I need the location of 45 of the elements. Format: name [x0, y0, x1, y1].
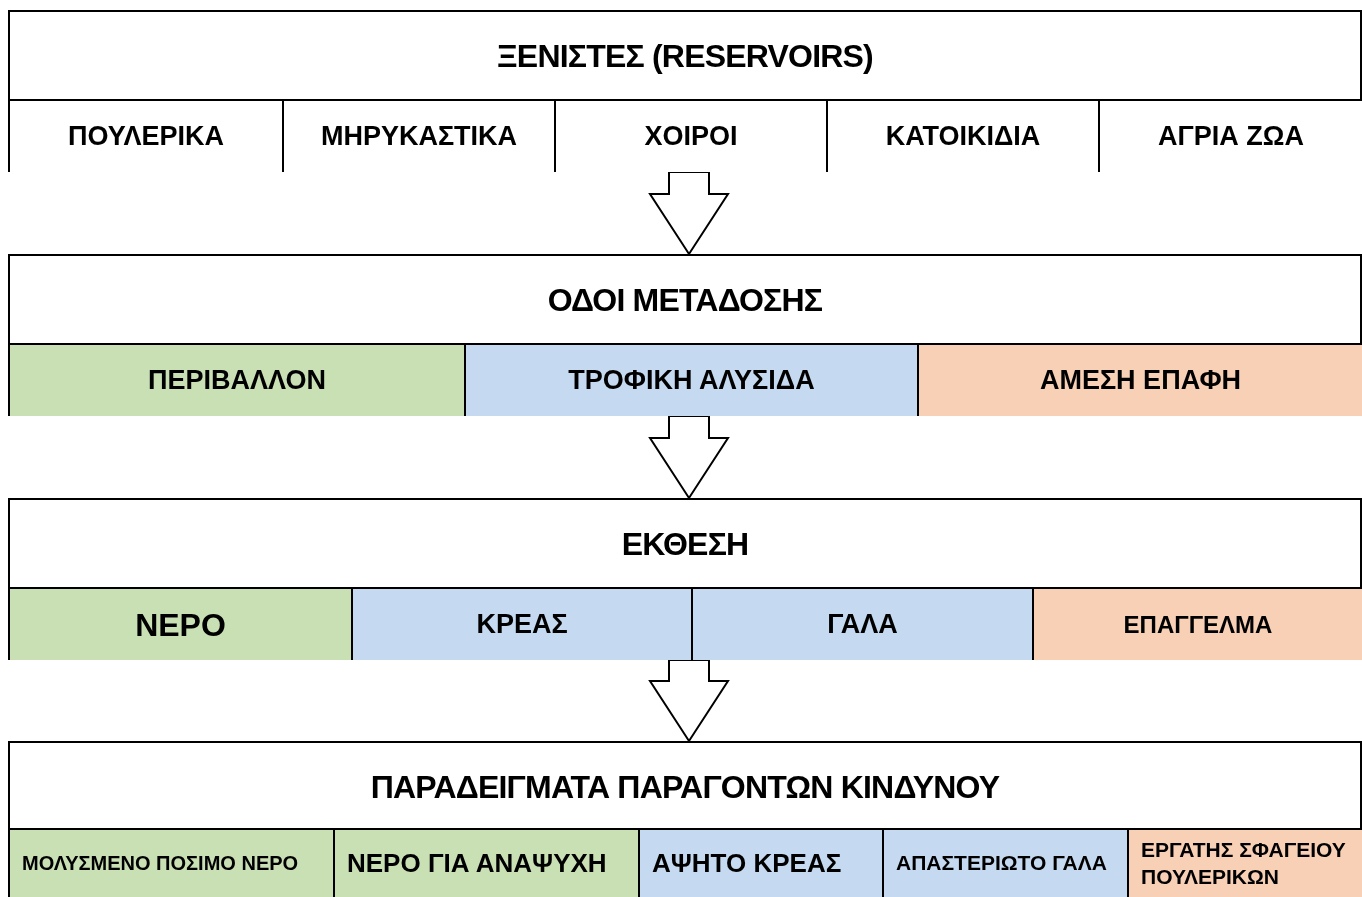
category-label: ΑΠΑΣΤΕΡΙΩΤΟ ΓΑΛΑ — [896, 850, 1107, 877]
category-label: ΧΟΙΡΟΙ — [644, 119, 738, 153]
category-cell — [10, 343, 464, 416]
section-panel — [8, 498, 1362, 660]
category-label: ΑΓΡΙΑ ΖΩΑ — [1158, 119, 1304, 153]
category-cell — [638, 828, 882, 897]
section-panel — [8, 254, 1362, 416]
hollow-block-arrow — [648, 171, 730, 256]
section-panel — [8, 741, 1362, 897]
category-cell — [691, 587, 1032, 660]
category-cell — [464, 343, 917, 416]
category-cell — [10, 99, 282, 172]
category-label: ΠΟΥΛΕΡΙΚΑ — [68, 119, 224, 153]
category-cell — [826, 99, 1098, 172]
category-cell — [1127, 828, 1362, 897]
category-label: ΝΕΡΟ ΓΙΑ ΑΝΑΨΥΧΗ — [347, 847, 607, 880]
category-label: ΓΑΛΑ — [827, 607, 898, 641]
category-cell — [917, 343, 1362, 416]
section-title: ΠΑΡΑΔΕΙΓΜΑΤΑ ΠΑΡΑΓΟΝΤΩΝ ΚΙΝΔΥΝΟΥ — [370, 767, 1000, 807]
category-label: ΚΑΤΟΙΚΙΔΙΑ — [885, 119, 1041, 153]
category-cell — [10, 587, 351, 660]
category-cell — [1032, 587, 1362, 660]
section-panel — [8, 10, 1362, 172]
category-cell — [333, 828, 638, 897]
category-label: ΑΜΕΣΗ ΕΠΑΦΗ — [1039, 363, 1242, 397]
section-title: ΕΚΘΕΣΗ — [621, 524, 749, 564]
category-cell — [554, 99, 826, 172]
category-label: ΠΕΡΙΒΑΛΛΟΝ — [148, 363, 326, 397]
category-label: ΑΨΗΤΟ ΚΡΕΑΣ — [652, 847, 842, 880]
hollow-block-arrow — [648, 415, 730, 500]
category-label: ΜΟΛΥΣΜΕΝΟ ΠΟΣΙΜΟ ΝΕΡΟ — [22, 851, 299, 876]
category-cell — [282, 99, 554, 172]
hollow-block-arrow — [648, 659, 730, 743]
category-label: ΕΠΑΓΓΕΛΜΑ — [1123, 609, 1273, 640]
category-cell — [882, 828, 1127, 897]
category-label: ΜΗΡΥΚΑΣΤΙΚΑ — [320, 119, 518, 153]
category-label: ΕΡΓΑΤΗΣ ΣΦΑΓΕΙΟΥ ΠΟΥΛΕΡΙΚΩΝ — [1141, 837, 1347, 890]
section-title: ΞΕΝΙΣΤΕΣ (RESERVOIRS) — [497, 36, 873, 76]
category-cell — [351, 587, 691, 660]
category-label: ΤΡΟΦΙΚΗ ΑΛΥΣΙΔΑ — [568, 363, 815, 397]
category-label: ΚΡΕΑΣ — [476, 607, 568, 641]
section-title: ΟΔΟΙ ΜΕΤΑΔΟΣΗΣ — [547, 280, 823, 320]
category-cell — [1098, 99, 1362, 172]
category-cell — [10, 828, 333, 897]
category-label: ΝΕΡΟ — [135, 605, 226, 645]
